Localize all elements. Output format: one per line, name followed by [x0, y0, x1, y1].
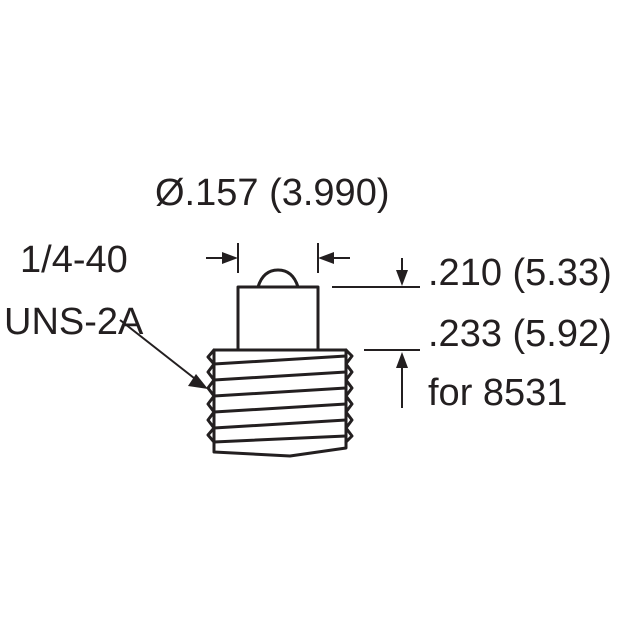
- diameter-arrow-right-head: [318, 252, 334, 264]
- thread-line: [212, 370, 348, 382]
- bulb-body: [236, 285, 320, 352]
- diameter-dimension-label: Ø.157 (3.990): [155, 172, 389, 214]
- thread-line: [212, 354, 348, 366]
- thread-line: [212, 434, 348, 444]
- threaded-base-outline: [212, 348, 348, 458]
- bulb-dome: [256, 268, 300, 289]
- thread-line: [212, 402, 348, 414]
- thread-leader-line: [119, 319, 195, 379]
- diameter-arrow-left-head: [222, 252, 238, 264]
- height-dimension-label-line3: for 8531: [428, 372, 567, 414]
- height-dimension-label-line2: .233 (5.92): [428, 313, 612, 355]
- thread-spec-label-line2: UNS-2A: [4, 301, 144, 343]
- thread-lines: [212, 354, 348, 444]
- height-arrow-bottom-head: [396, 352, 408, 368]
- thread-profile-right: [344, 348, 354, 444]
- thread-profile-left: [206, 348, 216, 444]
- thread-leader-arrowhead: [188, 374, 208, 389]
- thread-line: [212, 386, 348, 398]
- height-arrow-top-head: [396, 270, 408, 286]
- height-dimension-label-line1: .210 (5.33): [428, 252, 612, 294]
- thread-spec-label-line1: 1/4-40: [20, 239, 128, 281]
- thread-line: [212, 418, 348, 430]
